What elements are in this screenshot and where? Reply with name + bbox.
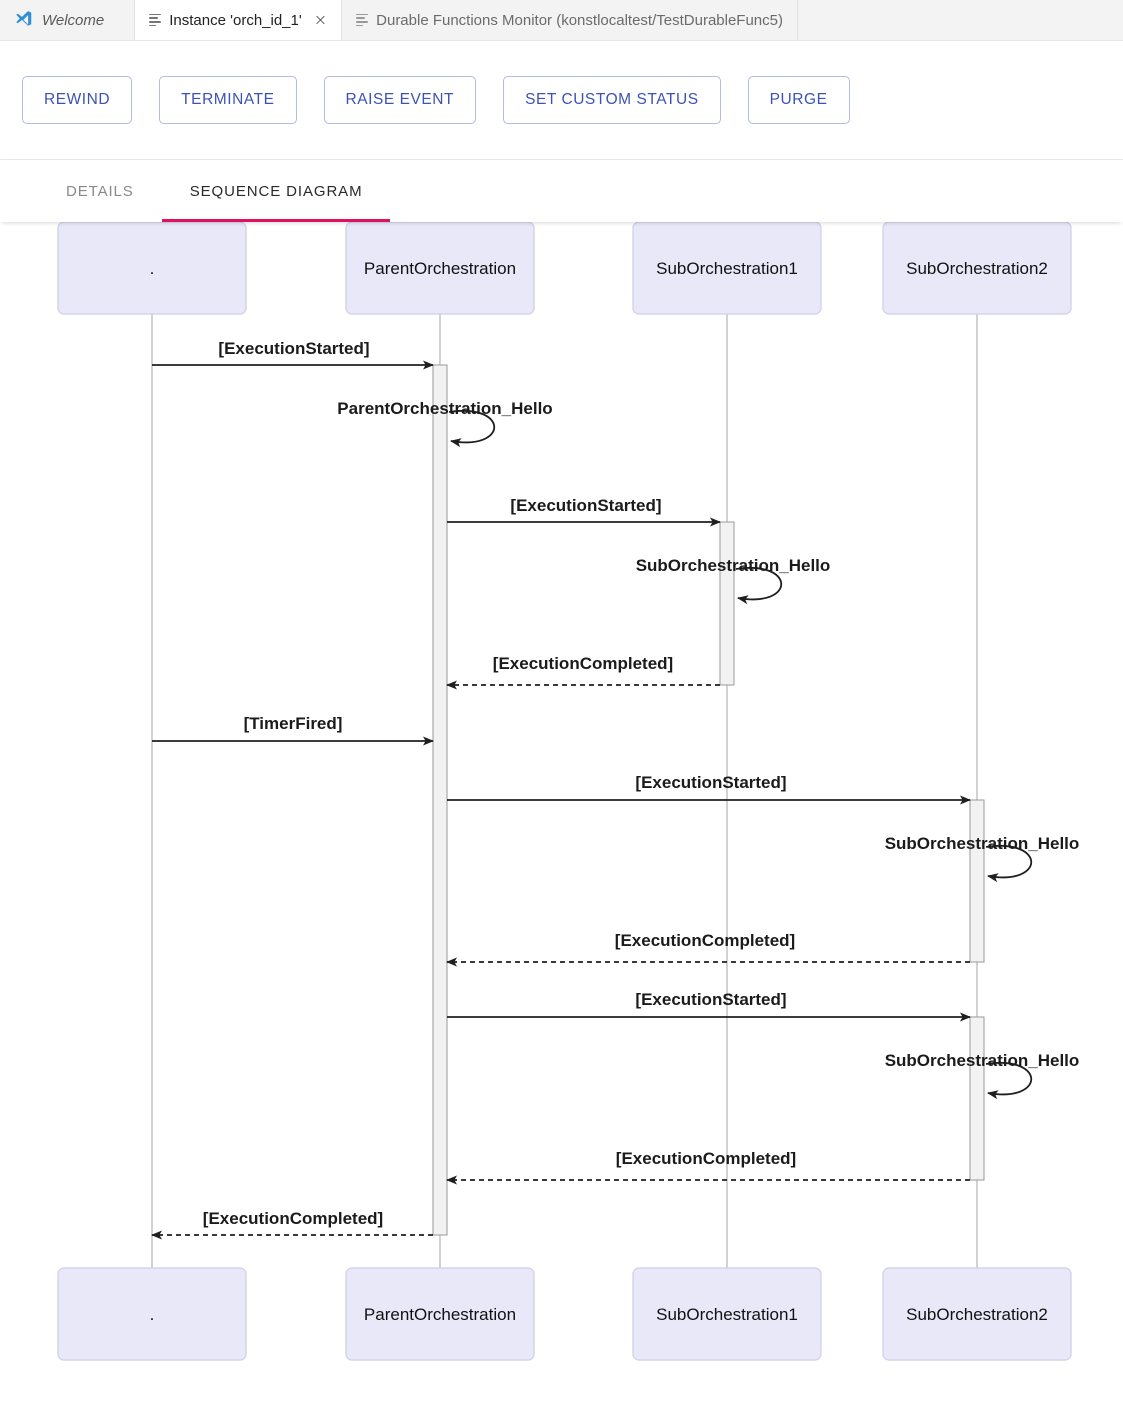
message-parentorchestration-hello[interactable]: ParentOrchestration_Hello <box>337 399 553 448</box>
participant-box[interactable] <box>57 1267 247 1361</box>
message-suborchestration-hello-2[interactable]: SubOrchestration_Hello <box>885 834 1080 883</box>
message-execution-started-4[interactable]: [ExecutionStarted] <box>447 990 971 1022</box>
message-label: [ExecutionCompleted] <box>203 1209 383 1228</box>
message-label: SubOrchestration_Hello <box>885 834 1080 853</box>
participant-label: ParentOrchestration <box>364 259 516 278</box>
terminate-button[interactable]: TERMINATE <box>159 76 297 124</box>
participant-dot-bottom[interactable]: . <box>57 1267 247 1361</box>
participant-label: ParentOrchestration <box>364 1305 516 1324</box>
participant-box[interactable] <box>345 1267 535 1361</box>
participant-label: . <box>150 1305 155 1324</box>
self-message-arrow <box>735 566 782 605</box>
message-execution-completed-3[interactable]: [ExecutionCompleted] <box>446 1149 970 1185</box>
message-label: [TimerFired] <box>244 714 343 733</box>
tab-dfmonitor-label: Durable Functions Monitor (konstlocaltes… <box>376 11 783 29</box>
tab-durable-functions-monitor[interactable]: Durable Functions Monitor (konstlocaltes… <box>342 0 798 40</box>
participant-box[interactable] <box>882 222 1072 315</box>
participant-suborchestration1-bottom[interactable]: SubOrchestration1 <box>632 1267 822 1361</box>
participant-label: . <box>150 259 155 278</box>
activation-suborchestration2-a[interactable] <box>969 799 985 963</box>
close-icon[interactable]: × <box>313 10 328 29</box>
tab-instance-label: Instance 'orch_id_1' <box>169 11 302 29</box>
message-suborchestration-hello-1[interactable]: SubOrchestration_Hello <box>636 556 831 605</box>
message-label: [ExecutionStarted] <box>635 990 786 1009</box>
participant-box[interactable] <box>632 1267 822 1361</box>
participant-label: SubOrchestration1 <box>656 1305 798 1324</box>
self-message-arrow <box>448 409 495 448</box>
participant-box[interactable] <box>345 222 535 315</box>
set-custom-status-button[interactable]: SET CUSTOM STATUS <box>503 76 721 124</box>
message-label: [ExecutionCompleted] <box>615 931 795 950</box>
message-label: [ExecutionCompleted] <box>616 1149 796 1168</box>
participant-dot-top[interactable]: . <box>57 222 247 315</box>
message-label: [ExecutionStarted] <box>635 773 786 792</box>
message-execution-started-2[interactable]: [ExecutionStarted] <box>447 496 721 527</box>
message-suborchestration-hello-3[interactable]: SubOrchestration_Hello <box>885 1051 1080 1100</box>
tab-strip-filler <box>798 0 1123 40</box>
message-execution-started-3[interactable]: [ExecutionStarted] <box>447 773 971 805</box>
participant-label: SubOrchestration1 <box>656 259 798 278</box>
sequence-diagram-canvas[interactable]: [ExecutionStarted] ParentOrchestration_He… <box>0 222 1123 1395</box>
action-toolbar: REWIND TERMINATE RAISE EVENT SET CUSTOM … <box>0 41 1123 160</box>
message-execution-completed-2[interactable]: [ExecutionCompleted] <box>446 931 970 967</box>
activation-parentorchestration[interactable] <box>432 364 448 1236</box>
editor-tab-strip: Welcome Instance 'orch_id_1' × Durable F… <box>0 0 1123 41</box>
raise-event-button[interactable]: RAISE EVENT <box>323 76 477 124</box>
file-lines-icon <box>149 13 162 27</box>
tab-welcome-label: Welcome <box>42 11 105 29</box>
message-label: SubOrchestration_Hello <box>636 556 831 575</box>
rewind-button[interactable]: REWIND <box>22 76 133 124</box>
sequence-diagram-svg: [ExecutionStarted] ParentOrchestration_He… <box>57 222 1080 1361</box>
message-timer-fired[interactable]: [TimerFired] <box>152 714 434 746</box>
message-execution-started-1[interactable]: [ExecutionStarted] <box>152 339 434 370</box>
tab-sequence-diagram[interactable]: SEQUENCE DIAGRAM <box>161 160 391 222</box>
tab-welcome[interactable]: Welcome <box>0 0 134 40</box>
participant-label: SubOrchestration2 <box>906 1305 1048 1324</box>
participant-suborchestration2-top[interactable]: SubOrchestration2 <box>882 222 1072 315</box>
message-execution-completed-1[interactable]: [ExecutionCompleted] <box>446 654 720 690</box>
file-lines-icon <box>356 13 369 27</box>
participant-parentorchestration-bottom[interactable]: ParentOrchestration <box>345 1267 535 1361</box>
participant-box[interactable] <box>882 1267 1072 1361</box>
participant-suborchestration2-bottom[interactable]: SubOrchestration2 <box>882 1267 1072 1361</box>
vscode-logo-icon <box>12 9 34 31</box>
message-label: ParentOrchestration_Hello <box>337 399 552 418</box>
participant-label: SubOrchestration2 <box>906 259 1048 278</box>
participant-suborchestration1-top[interactable]: SubOrchestration1 <box>632 222 822 315</box>
purge-button[interactable]: PURGE <box>747 76 850 124</box>
participant-box[interactable] <box>632 222 822 315</box>
message-label: SubOrchestration_Hello <box>885 1051 1080 1070</box>
activation-suborchestration1[interactable] <box>719 521 735 686</box>
tab-instance-orch-id-1[interactable]: Instance 'orch_id_1' × <box>134 0 343 40</box>
view-tabs: DETAILS SEQUENCE DIAGRAM <box>0 160 1123 222</box>
self-message-arrow <box>985 844 1032 883</box>
message-label: [ExecutionStarted] <box>510 496 661 515</box>
activation-suborchestration2-b[interactable] <box>969 1016 985 1181</box>
message-label: [ExecutionCompleted] <box>493 654 673 673</box>
message-label: [ExecutionStarted] <box>218 339 369 358</box>
participant-box[interactable] <box>57 222 247 315</box>
self-message-arrow <box>985 1061 1032 1100</box>
message-execution-completed-4[interactable]: [ExecutionCompleted] <box>151 1209 433 1240</box>
tab-details[interactable]: DETAILS <box>66 182 134 200</box>
participant-parentorchestration-top[interactable]: ParentOrchestration <box>345 222 535 315</box>
